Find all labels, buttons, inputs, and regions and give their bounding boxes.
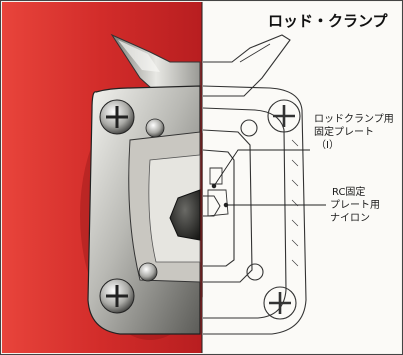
label-nylon-line2: プレート用	[330, 200, 380, 211]
label-fixing-plate-line3: （Ⅰ）	[316, 140, 339, 151]
screw-top-left	[99, 99, 135, 135]
wing-nut-outline	[203, 34, 291, 97]
screw-outline-top-right	[267, 99, 301, 133]
screw-outline-bottom-right	[263, 286, 297, 320]
screw-bottom-left	[99, 278, 135, 314]
photo-half	[2, 2, 220, 353]
label-fixing-plate: ロッドクランプ用 固定プレート （Ⅰ）	[314, 113, 394, 152]
label-nylon-line3: ナイロン	[330, 213, 370, 224]
drawing-half	[202, 2, 401, 353]
small-screw-lower	[138, 262, 158, 282]
label-fixing-plate-line2: 固定プレート	[314, 127, 374, 138]
diagram-title: ロッド・クランプ	[268, 12, 388, 30]
label-nylon: RC固定 プレート用 ナイロン	[330, 186, 380, 225]
clamp-plate-outline	[202, 129, 253, 283]
small-screw-upper	[145, 118, 165, 138]
label-fixing-plate-line1: ロッドクランプ用	[314, 114, 394, 125]
leader-plate	[213, 149, 310, 187]
hex-nut	[169, 189, 201, 241]
label-nylon-line1: RC固定	[332, 187, 366, 198]
